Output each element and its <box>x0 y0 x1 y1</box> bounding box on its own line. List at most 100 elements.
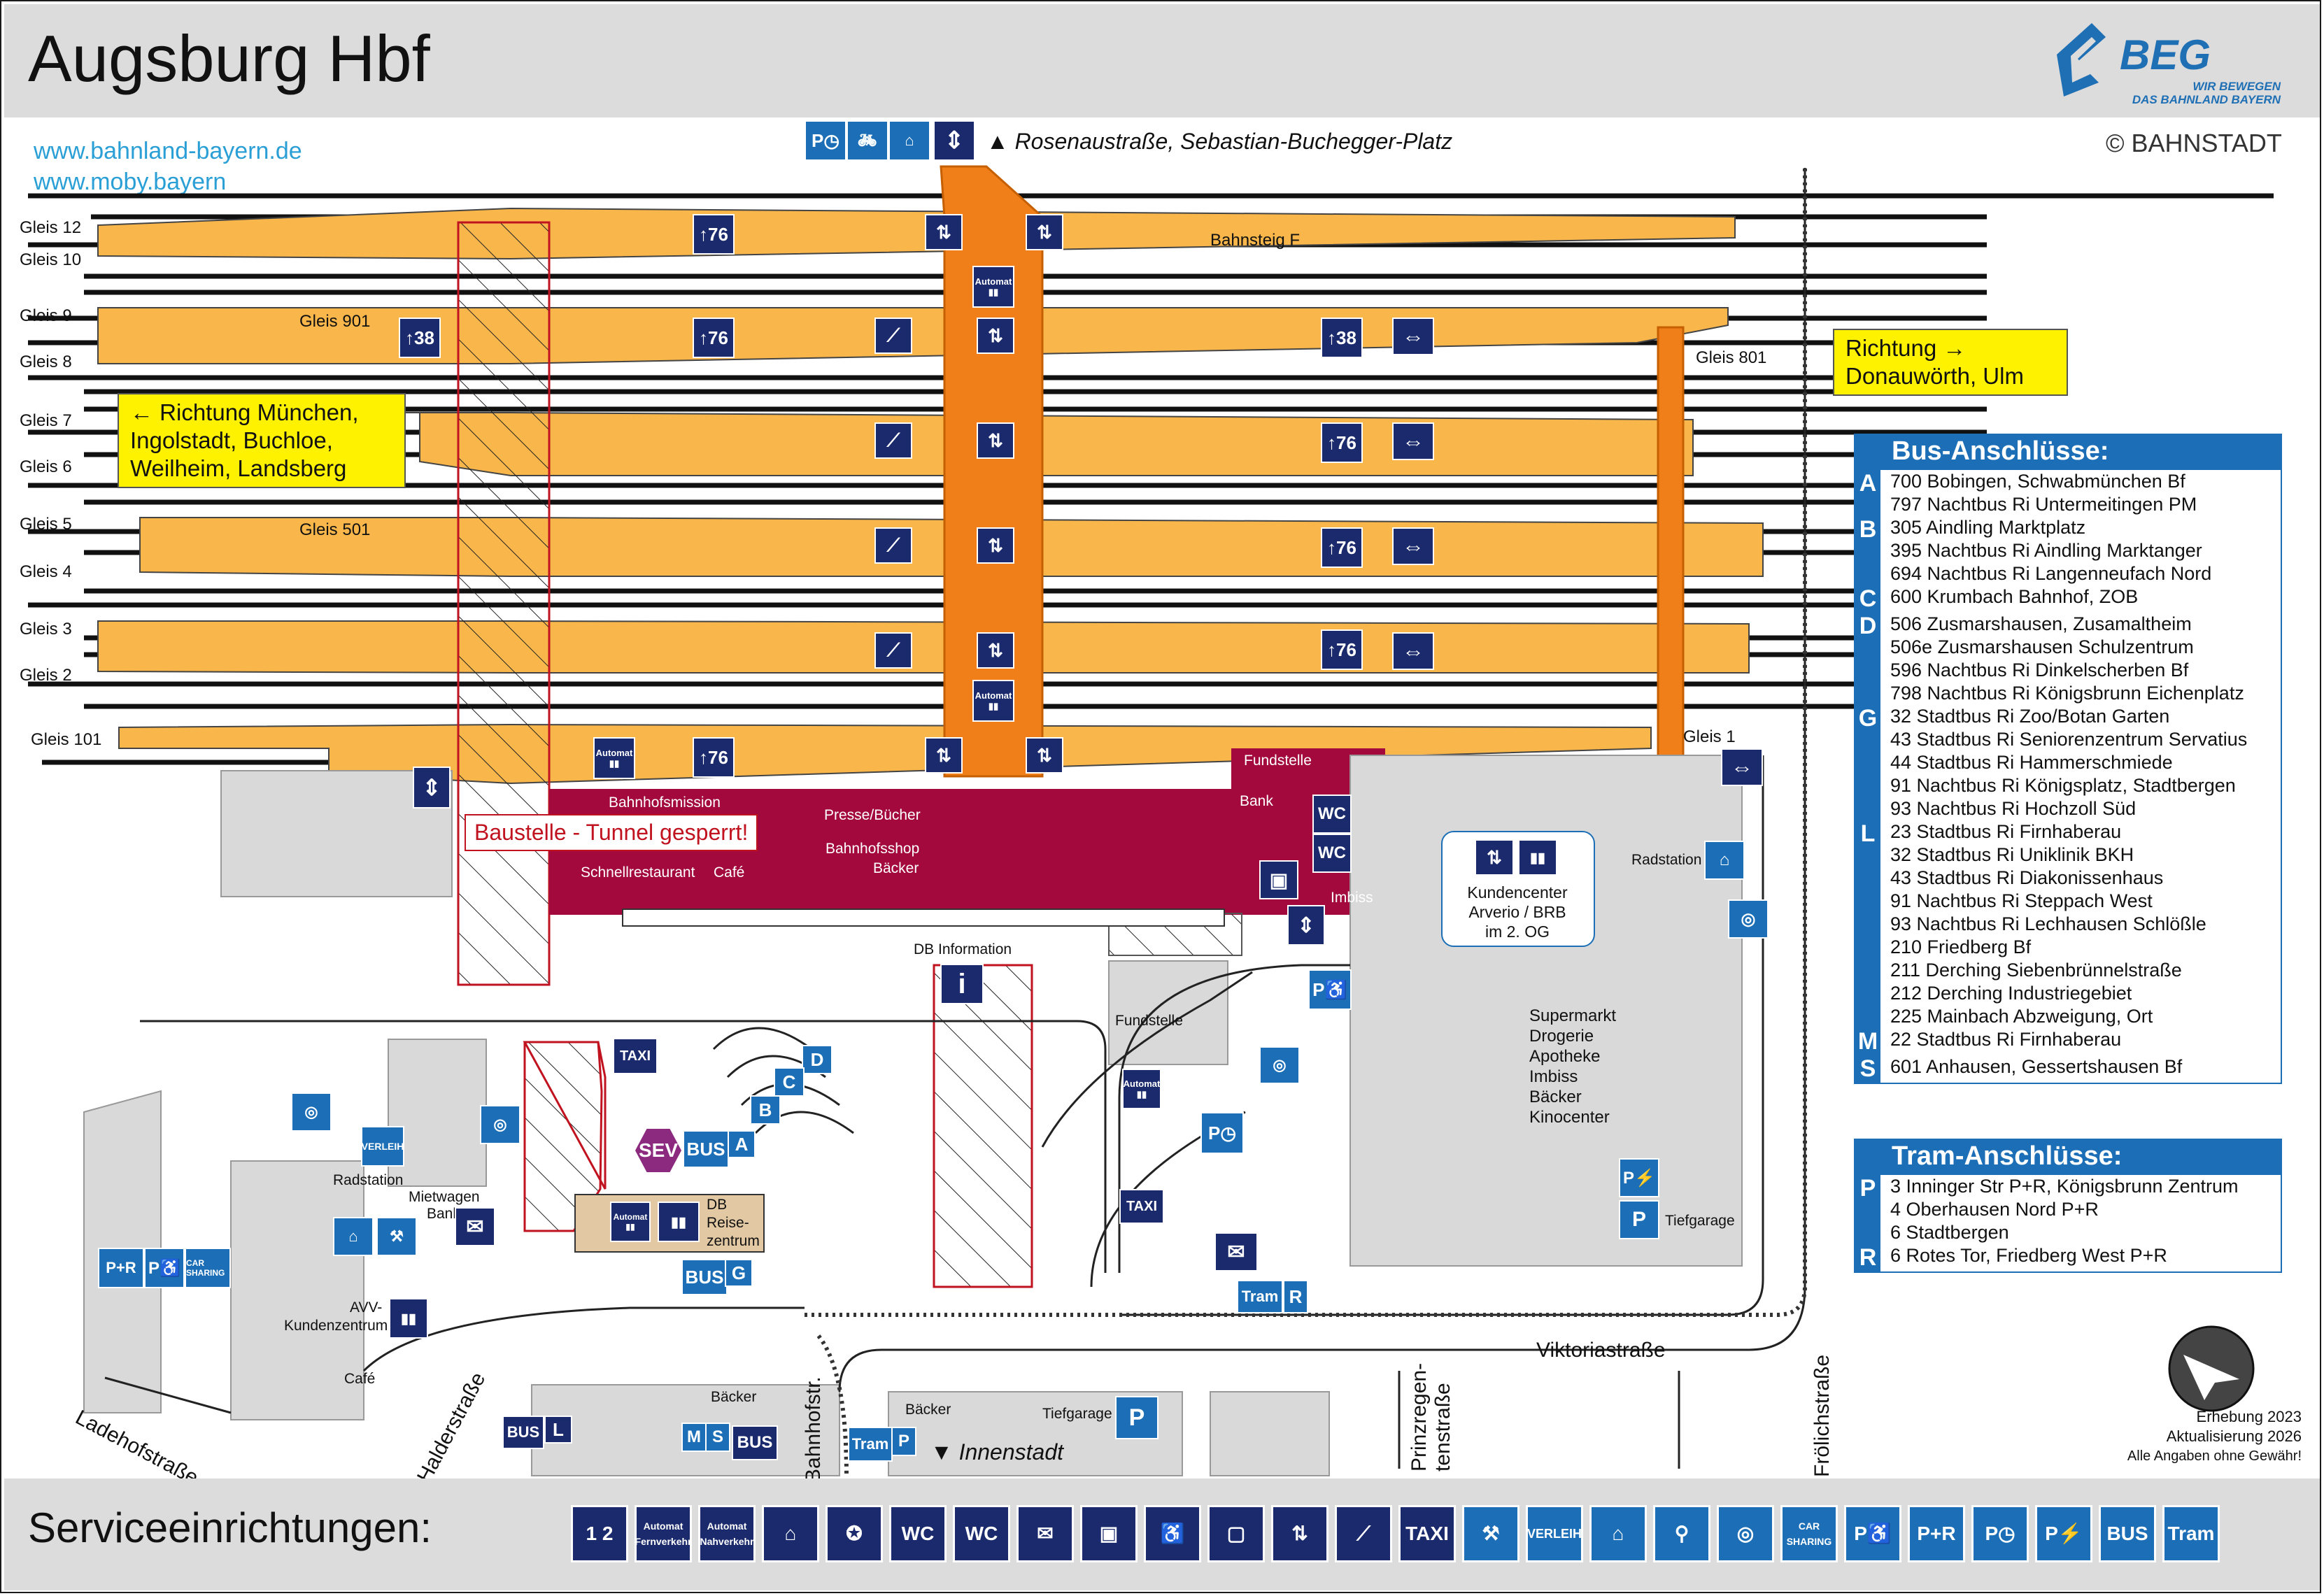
elevator-icon: ⇅ <box>925 214 963 250</box>
beg-name: BEG <box>2120 31 2211 78</box>
bus-stop-letter: C <box>1855 585 1880 613</box>
ramp-icon: ⇔ <box>1392 527 1434 565</box>
shop-item: Apotheke <box>1529 1047 1601 1066</box>
track-label: Gleis 5 <box>20 515 72 534</box>
platform-height-value: 76 <box>1336 536 1356 558</box>
post-icon: ✉ <box>455 1207 495 1246</box>
bus-route-line: 506 Zusmarshausen, Zusamaltheim <box>1890 613 2192 634</box>
baecker2-label: Bäcker <box>711 1389 757 1405</box>
bus-stop-letter: A <box>1855 470 1880 516</box>
tram-icon: Tram <box>848 1427 893 1462</box>
ramp-icon: ⇔ <box>1392 422 1434 460</box>
tram-route-line: 6 Rotes Tor, Friedberg West P+R <box>1890 1245 2167 1266</box>
bicycle-rental-icon: VERLEIH <box>1526 1505 1583 1562</box>
bus-route-line: 225 Mainbach Abzweigung, Ort <box>1890 1006 2153 1027</box>
taxi-icon: TAXI <box>1398 1505 1456 1562</box>
elevator-icon: ⇅ <box>977 422 1014 459</box>
bus-stop-letter: G <box>1855 705 1880 820</box>
parking-icon: P <box>1115 1396 1159 1439</box>
header-bar <box>4 4 2320 117</box>
tiefgarage2-label: Tiefgarage <box>1042 1406 1112 1422</box>
fundstelle2-label: Fundstelle <box>1115 1013 1183 1029</box>
automat-label: Automat <box>613 1212 648 1222</box>
ticket-machine-icon: Automat▮▮ <box>972 680 1014 722</box>
escalator-icon: ⟋ <box>874 318 912 354</box>
bus-stop-letter: S <box>1855 1055 1880 1083</box>
survey-line: Erhebung 2023 <box>2196 1408 2302 1425</box>
survey-info: Erhebung 2023 Aktualisierung 2026 Alle A… <box>2092 1407 2302 1466</box>
fundstelle-label: Fundstelle <box>1244 753 1312 769</box>
track-label-801: Gleis 801 <box>1696 348 1767 367</box>
ticket-machine-icon: ▮▮ <box>1518 839 1557 876</box>
street-viktoriastrasse: Viktoriastraße <box>1536 1339 1666 1362</box>
track-label: Gleis 10 <box>20 250 82 269</box>
ticket-machine-icon: Automat▮▮ <box>610 1202 651 1242</box>
tram-icon: Tram <box>2162 1505 2220 1562</box>
platform-f-label: Bahnsteig F <box>1210 231 1301 250</box>
prinz-line: tenstraße <box>1431 1383 1454 1472</box>
bus-stop-letter: M <box>1855 1028 1880 1055</box>
bus-route-line: 212 Derching Industriegebiet <box>1890 983 2132 1004</box>
prinz-line: Prinzregen- <box>1408 1362 1431 1472</box>
bahnhofsmission-label: Bahnhofsmission <box>609 795 721 811</box>
bus-route-line: 91 Nachtbus Ri Steppach West <box>1890 890 2153 911</box>
bus-route-line: 596 Nachtbus Ri Dinkelscherben Bf <box>1890 660 2189 681</box>
url-moby[interactable]: www.moby.bayern <box>34 166 302 197</box>
schnellrestaurant-label: Schnellrestaurant <box>581 864 695 881</box>
baecker3-label: Bäcker <box>905 1402 951 1418</box>
elevator-icon: ⇅ <box>1475 839 1514 876</box>
tram-route-lines: 6 Rotes Tor, Friedberg West P+R <box>1880 1244 2281 1271</box>
kundencenter-line: Arverio / BRB <box>1468 903 1566 921</box>
bank-label: Bank <box>1240 793 1273 809</box>
direction-muenchen: ← Richtung München, Ingolstadt, Buchloe,… <box>118 393 406 488</box>
luggage-service-icon: ▢ <box>1207 1505 1265 1562</box>
platform-height-value: 76 <box>1336 639 1356 660</box>
reise-line: zentrum <box>707 1233 760 1249</box>
track-label: Gleis 12 <box>20 218 82 237</box>
tiefgarage-label: Tiefgarage <box>1665 1213 1735 1229</box>
north-entry-label: ▲ Rosenaustraße, Sebastian-Buchegger-Pla… <box>986 129 1453 154</box>
kundencenter-text: Kundencenter Arverio / BRB im 2. OG <box>1444 883 1591 941</box>
parking-time-icon: P◷ <box>805 120 846 161</box>
track-label: Gleis 2 <box>20 666 72 685</box>
beg-slogan: WIR BEWEGEN DAS BAHNLAND BAYERN <box>2120 80 2281 106</box>
bicycle-parking-icon: ◎ <box>480 1105 520 1144</box>
station-building <box>549 748 1385 915</box>
car-sharing-icon: CAR SHARING <box>1780 1505 1838 1562</box>
platform-height-icon: ↑38 <box>1321 318 1363 358</box>
ticket-machine-icon: Automat▮▮ <box>972 266 1014 308</box>
elevator-icon: ⇕ <box>1287 905 1325 946</box>
ticket-machine-icon: ▮▮ <box>658 1202 700 1242</box>
url-bahnland[interactable]: www.bahnland-bayern.de <box>34 136 302 166</box>
escalator-icon: ⟋ <box>874 422 912 459</box>
post-icon: ✉ <box>1214 1232 1258 1271</box>
imbiss-label: Imbiss <box>1331 890 1373 906</box>
bus-route-line: 43 Stadtbus Ri Diakonissenhaus <box>1890 867 2164 888</box>
track-label: Gleis 101 <box>31 730 102 749</box>
baecker-label: Bäcker <box>873 860 919 876</box>
copyright-bahnstadt: © BAHNSTADT <box>2106 129 2282 157</box>
direction-line: Weilheim, Landsberg <box>130 455 347 481</box>
luggage-locker-icon: ▣ <box>1259 860 1298 899</box>
waiting-room-icon: ⌂ <box>762 1505 819 1562</box>
escalator-icon: ⟋ <box>874 527 912 564</box>
shop-item: Imbiss <box>1529 1067 1578 1086</box>
survey-line: Alle Angaben ohne Gewähr! <box>2127 1448 2302 1464</box>
ticket-machine-icon: Automat▮▮ <box>1122 1069 1161 1109</box>
automat-label: Automat <box>975 690 1012 701</box>
mobility-service-icon: ♿ <box>1144 1505 1201 1562</box>
bus-stop-g: G <box>725 1259 753 1287</box>
bus-route-line: 211 Derching Siebenbrünnelstraße <box>1890 960 2182 981</box>
